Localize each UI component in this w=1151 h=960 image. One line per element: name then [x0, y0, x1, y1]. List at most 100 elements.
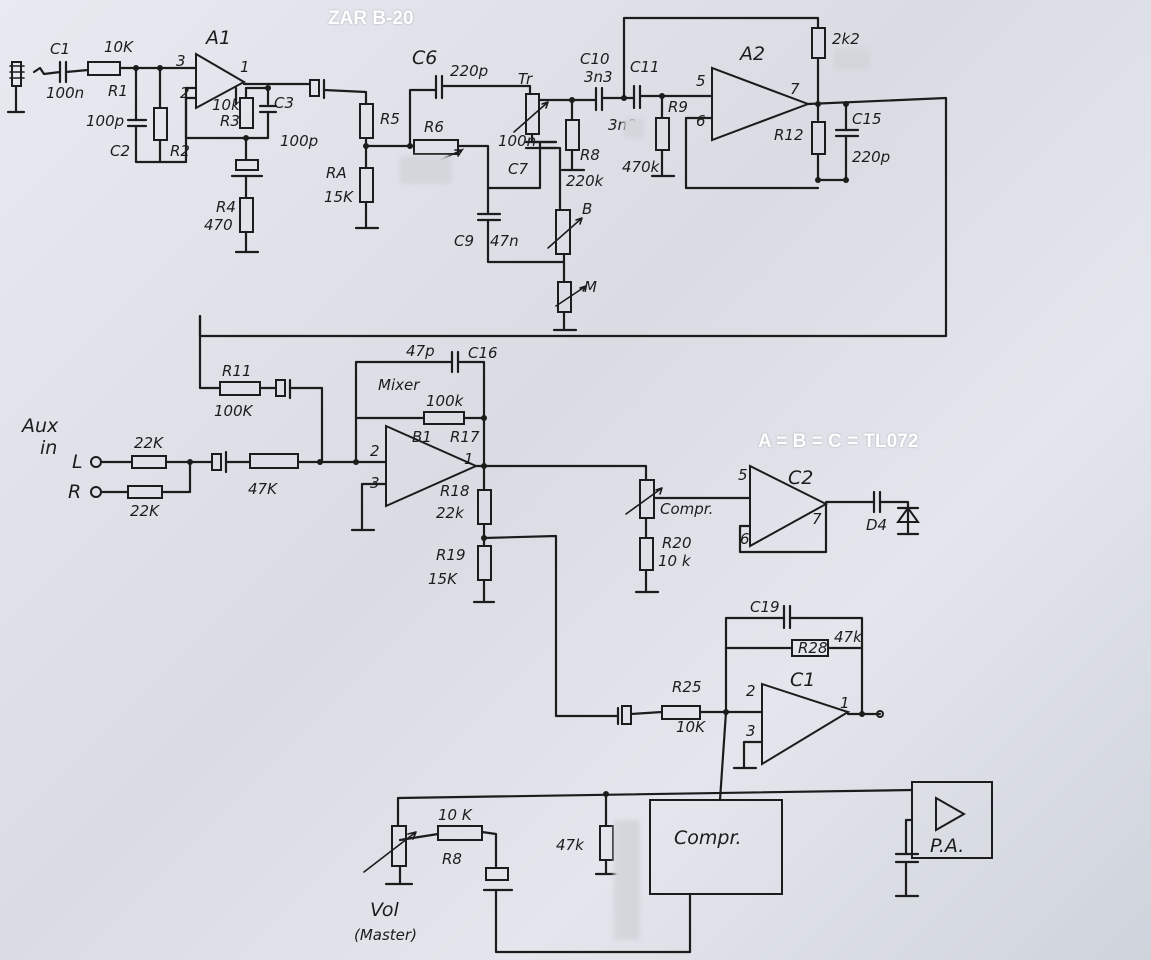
label-a1: A1	[204, 27, 231, 49]
label-master: (Master)	[354, 926, 417, 944]
resistor-r12	[811, 121, 826, 155]
resistor-r19	[477, 545, 492, 581]
resistor-2k2	[811, 27, 826, 59]
label-b1-pin1: 1	[464, 450, 474, 468]
capacitor-c1-in	[621, 705, 632, 725]
label-aux-l: L	[72, 451, 83, 473]
label-c1-opamp: C1	[790, 669, 815, 691]
label-r11-value: 100K	[214, 402, 254, 420]
label-a2-pin7: 7	[790, 80, 800, 98]
label-r5: R5	[380, 110, 400, 128]
label-c1-pin3: 3	[746, 722, 756, 740]
redaction-patch	[400, 156, 452, 184]
resistor-r17	[423, 411, 465, 425]
resistor-r20	[639, 537, 654, 571]
label-c6: C6	[412, 47, 437, 69]
label-r20: R20	[662, 534, 692, 552]
label-aux-r: R	[68, 481, 81, 503]
label-c2-pin7: 7	[812, 510, 822, 528]
label-r9: R9	[668, 98, 688, 116]
label-mixer: Mixer	[378, 376, 420, 394]
label-c3-value: 100p	[280, 132, 318, 150]
label-volume: Vol	[370, 899, 400, 921]
label-c2-value: 100p	[86, 112, 124, 130]
label-a1-pin1: 1	[240, 58, 250, 76]
resistor-47k-master	[599, 825, 614, 861]
label-c11: C11	[630, 58, 660, 76]
label-a1-pin3: 3	[176, 52, 186, 70]
label-c10-value: 3n3	[584, 68, 613, 86]
resistor-r4	[239, 197, 254, 233]
compressor-block	[649, 799, 783, 895]
label-tr: Tr	[518, 70, 533, 88]
label-c15-value: 220p	[852, 148, 890, 166]
label-c2-pin5: 5	[738, 466, 748, 484]
label-r-47k: 47K	[248, 480, 278, 498]
redaction-patch	[614, 820, 640, 940]
label-r25-value: 10K	[676, 718, 706, 736]
label-d4: D4	[866, 516, 887, 534]
resistor-r1	[87, 61, 121, 76]
label-c7-value: 100n	[498, 132, 536, 150]
label-r4: R4	[216, 198, 236, 216]
aux-jack-r	[90, 486, 102, 498]
label-c2-opamp: C2	[788, 467, 813, 489]
label-r6: R6	[424, 118, 444, 136]
capacitor-r11	[275, 379, 286, 397]
label-b1-pin2: 2	[370, 442, 380, 460]
label-c2-pin6: 6	[740, 530, 750, 548]
label-c1-value: 100n	[46, 84, 84, 102]
label-c10: C10	[580, 50, 610, 68]
label-aux-in: in	[40, 437, 57, 459]
label-r-l-value: 22K	[134, 434, 164, 452]
resistor-ra	[359, 167, 374, 203]
label-c9: C9	[454, 232, 474, 250]
amplifier-triangle-icon	[935, 796, 967, 832]
label-r3-value: 10k	[212, 96, 241, 114]
opamp-a2	[711, 66, 811, 142]
label-c1-pin1: 1	[840, 694, 850, 712]
resistor-aux-r	[127, 485, 163, 499]
label-r2: R2	[170, 142, 190, 160]
label-aux: Aux	[20, 415, 59, 437]
label-r19-value: 15K	[428, 570, 458, 588]
label-r17: R17	[450, 428, 480, 446]
label-c16: C16	[468, 344, 498, 362]
resistor-aux-47k	[249, 453, 299, 469]
input-jack-icon	[6, 61, 26, 114]
label-r11: R11	[222, 362, 252, 380]
label-c9-value: 47n	[490, 232, 519, 250]
label-r19: R19	[436, 546, 466, 564]
label-r25: R25	[672, 678, 702, 696]
label-r18-value: 22k	[436, 504, 465, 522]
label-b: B	[582, 200, 592, 218]
potentiometer-bass	[555, 209, 571, 255]
resistor-r6	[413, 139, 459, 155]
label-b1: B1	[412, 428, 432, 446]
label-r17-value: 100k	[426, 392, 465, 410]
diode-d4-icon	[896, 506, 920, 536]
resistor-r3	[239, 97, 254, 129]
redaction-patch	[834, 48, 870, 70]
label-r28: R28	[798, 639, 828, 657]
label-r8-value: 220k	[566, 172, 605, 190]
label-compressor: Compr.	[674, 827, 742, 849]
capacitor-c4	[235, 159, 259, 171]
label-r8: R8	[580, 146, 600, 164]
label-r3: R3	[220, 112, 240, 130]
resistor-r2	[153, 107, 168, 141]
label-47k-master: 47k	[556, 836, 585, 854]
potentiometer-treble	[525, 93, 540, 135]
resistor-aux-l	[131, 455, 167, 469]
resistor-r8	[565, 119, 580, 151]
label-r1-value: 10K	[104, 38, 134, 56]
resistor-r8-master	[437, 825, 483, 841]
resistor-r5	[359, 103, 374, 139]
resistor-r18	[477, 489, 492, 525]
label-r9-value: 470k	[622, 158, 661, 176]
label-c1: C1	[50, 40, 70, 58]
label-r4-value: 470	[204, 216, 233, 234]
label-r-r-value: 22K	[130, 502, 160, 520]
label-b1-pin3: 3	[370, 474, 380, 492]
